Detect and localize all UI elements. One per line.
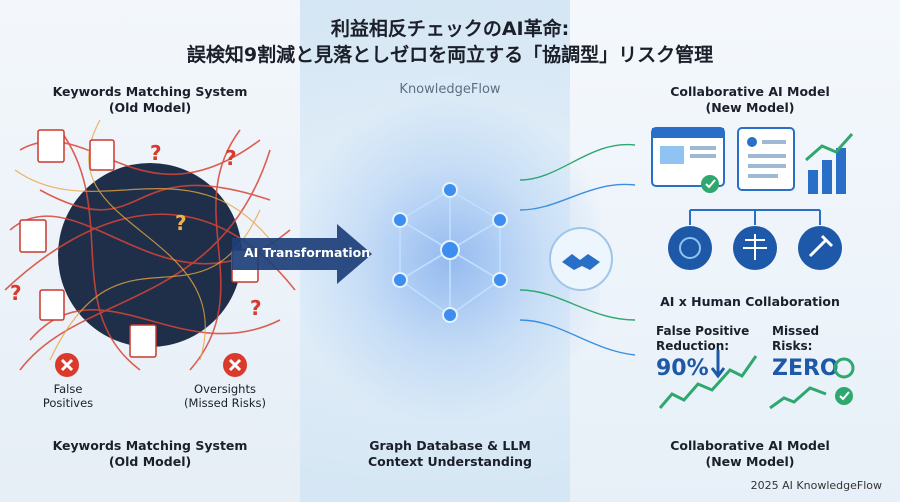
false-positives-label: False Positives (42, 382, 94, 410)
brand-text: KnowledgeFlow (399, 82, 501, 97)
flow-lines (519, 143, 636, 356)
title-line-2: 誤検知9割減と見落としゼロを両立する「協調型」リスク管理 (186, 44, 714, 66)
center-bottom-label: Graph Database & LLM Context Understandi… (368, 438, 532, 469)
dashboard-icons (651, 127, 854, 270)
knowledge-graph-network (392, 182, 508, 323)
svg-text:?: ? (225, 146, 237, 170)
missed-risks-label: Missed Risks: (772, 324, 820, 353)
oversights-label: Oversights (Missed Risks) (184, 382, 266, 410)
transformation-arrow (232, 224, 372, 284)
left-top-label: Keywords Matching System (Old Model) (52, 84, 248, 115)
missed-check-icon (833, 357, 855, 405)
right-bottom-label: Collaborative AI Model (New Model) (670, 438, 830, 469)
right-top-label: Collaborative AI Model (New Model) (670, 84, 830, 115)
false-positive-x-icon (55, 353, 79, 377)
svg-text:?: ? (10, 281, 22, 305)
missed-trend-line (769, 386, 827, 410)
svg-text:?: ? (250, 296, 262, 320)
left-bottom-label: Keywords Matching System (Old Model) (52, 438, 248, 469)
svg-text:?: ? (175, 211, 187, 235)
oversight-x-icon (223, 353, 247, 377)
fp-trend-icon (658, 350, 758, 409)
missed-risks-value: ZERO (772, 356, 839, 381)
collab-label: AI x Human Collaboration (660, 294, 840, 309)
fp-reduction-value: 90% (656, 356, 709, 381)
svg-text:?: ? (150, 141, 162, 165)
footer-copyright: 2025 AI KnowledgeFlow (750, 479, 882, 492)
arrow-label: AI Transformation (244, 245, 371, 260)
handshake-icon (549, 227, 613, 291)
fp-reduction-label: False Positive Reduction: (656, 324, 750, 353)
title-line-1: 利益相反チェックのAI革命: (330, 18, 570, 40)
